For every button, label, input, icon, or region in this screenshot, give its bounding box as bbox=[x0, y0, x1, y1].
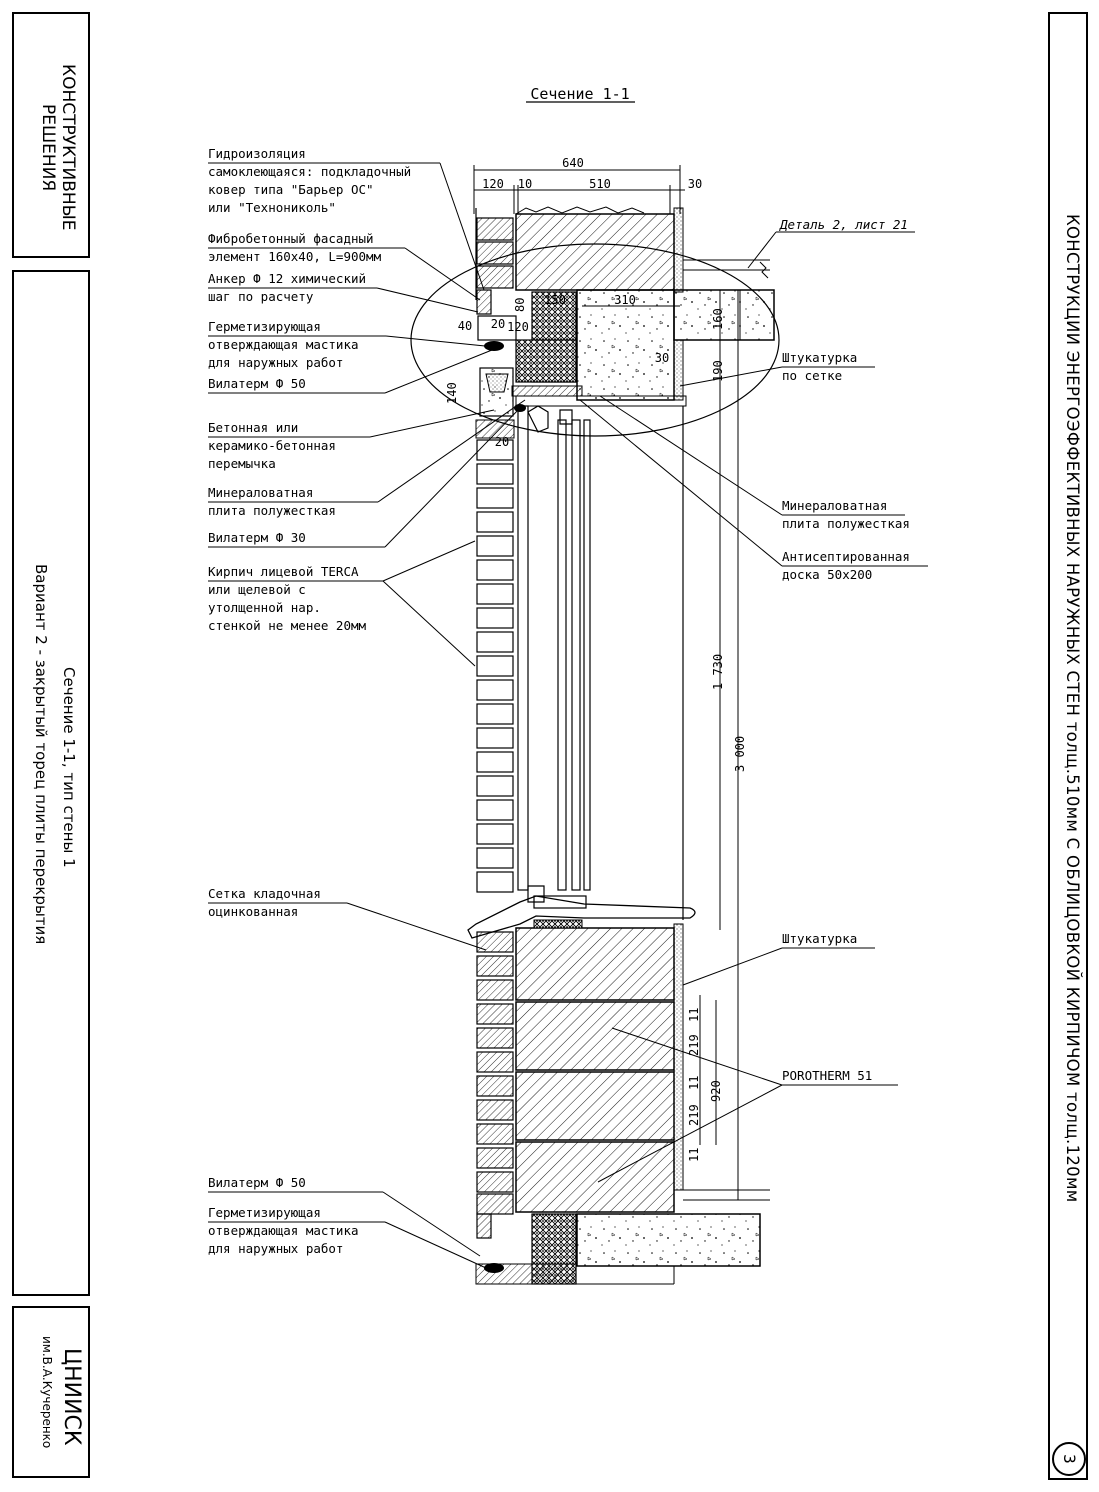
label-board-1: Антисептированная bbox=[782, 549, 910, 564]
dim-1730: 1 730 bbox=[711, 654, 725, 690]
dim-920: 920 bbox=[709, 1080, 723, 1102]
dim-plaster: 30 bbox=[688, 177, 702, 191]
label-waterproof-4: или "Технониколь" bbox=[208, 200, 336, 215]
label-detail-ref: Деталь 2, лист 21 bbox=[779, 217, 908, 232]
label-plaster-mesh-2: по сетке bbox=[782, 368, 842, 383]
label-lintel-3: перемычка bbox=[208, 456, 276, 471]
label-mastic-1: Герметизирующая bbox=[208, 319, 321, 334]
label-lintel-2: керамико-бетонная bbox=[208, 438, 336, 453]
dim-150: 150 bbox=[544, 293, 566, 307]
label-vilaterm-30: Вилатерм Ф 30 bbox=[208, 530, 306, 545]
label-mastic-bottom-1: Герметизирующая bbox=[208, 1205, 321, 1220]
dim-3000: 3 000 bbox=[733, 736, 747, 772]
dim-wall: 510 bbox=[589, 177, 611, 191]
dim-40: 40 bbox=[458, 319, 472, 333]
dim-310: 310 bbox=[614, 293, 636, 307]
label-lintel-1: Бетонная или bbox=[208, 420, 298, 435]
dim-facing: 120 bbox=[482, 177, 504, 191]
label-anchor-2: шаг по расчету bbox=[208, 289, 314, 304]
label-plaster: Штукатурка bbox=[782, 931, 857, 946]
dim-190: 190 bbox=[711, 360, 725, 382]
left-middle-box: Сечение 1-1, тип стены 1 Вариант 2 - зак… bbox=[12, 270, 90, 1296]
dim-total-width: 640 bbox=[562, 156, 584, 170]
dim-140: 140 bbox=[445, 382, 459, 404]
dim-219a: 219 bbox=[687, 1034, 701, 1056]
right-title-box: КОНСТРУКЦИИ ЭНЕРГОЭФФЕКТИВНЫХ НАРУЖНЫХ С… bbox=[1048, 12, 1088, 1480]
label-waterproof-3: ковер типа "Барьер ОС" bbox=[208, 182, 374, 197]
label-brick-2: или щелевой с bbox=[208, 582, 306, 597]
label-mastic-3: для наружных работ bbox=[208, 355, 343, 370]
dim-219b: 219 bbox=[687, 1104, 701, 1126]
label-facade-1: Фибробетонный фасадный bbox=[208, 231, 374, 246]
label-porotherm: POROTHERM 51 bbox=[782, 1068, 872, 1083]
label-wool-1: Минераловатная bbox=[208, 485, 313, 500]
dim-80: 80 bbox=[513, 298, 527, 312]
label-wool-2: плита полужесткая bbox=[208, 503, 336, 518]
dim-gap: 10 bbox=[518, 177, 532, 191]
label-mesh-1: Сетка кладочная bbox=[208, 886, 321, 901]
left-org-box: ЦНИИСК им.В.А.Кучеренко bbox=[12, 1306, 90, 1478]
label-mastic-bottom-2: отверждающая мастика bbox=[208, 1223, 359, 1238]
label-board-2: доска 50х200 bbox=[782, 567, 872, 582]
label-plaster-mesh-1: Штукатурка bbox=[782, 350, 857, 365]
dim-160: 160 bbox=[711, 308, 725, 330]
dim-11a: 11 bbox=[687, 1008, 701, 1022]
dim-11b: 11 bbox=[687, 1076, 701, 1090]
label-mastic-bottom-3: для наружных работ bbox=[208, 1241, 343, 1256]
label-wool-right-1: Минераловатная bbox=[782, 498, 887, 513]
dim-30: 30 bbox=[655, 351, 669, 365]
label-waterproof-2: самоклеющаяся: подкладочный bbox=[208, 164, 411, 179]
label-facade-2: элемент 160х40, L=900мм bbox=[208, 249, 382, 264]
label-vilaterm-50-bottom: Вилатерм Ф 50 bbox=[208, 1175, 306, 1190]
label-vilaterm-50: Вилатерм Ф 50 bbox=[208, 376, 306, 391]
label-mastic-2: отверждающая мастика bbox=[208, 337, 359, 352]
dim-120: 120 bbox=[507, 320, 529, 334]
dim-11c: 11 bbox=[687, 1148, 701, 1162]
label-waterproof-1: Гидроизоляция bbox=[208, 146, 306, 161]
label-wool-right-2: плита полужесткая bbox=[782, 516, 910, 531]
label-mesh-2: оцинкованная bbox=[208, 904, 298, 919]
left-title-box: КОНСТРУКТИВНЫЕ РЕШЕНИЯ bbox=[12, 12, 90, 258]
drawing-title: Сечение 1-1 bbox=[530, 85, 629, 103]
label-brick-4: стенкой не менее 20мм bbox=[208, 618, 367, 633]
dim-20b: 20 bbox=[495, 435, 509, 449]
label-brick-1: Кирпич лицевой TERCA bbox=[208, 564, 359, 579]
label-anchor-1: Анкер Ф 12 химический bbox=[208, 271, 366, 286]
label-brick-3: утолщенной нар. bbox=[208, 600, 321, 615]
dim-20: 20 bbox=[491, 317, 505, 331]
